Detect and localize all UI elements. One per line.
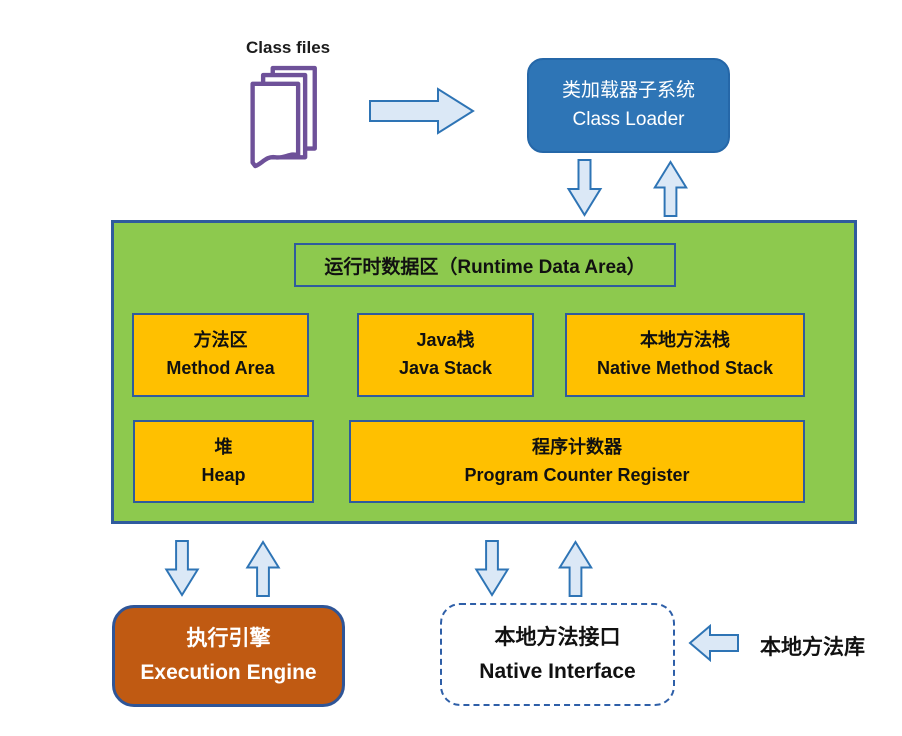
native-method-stack-box: 本地方法栈 Native Method Stack — [565, 313, 805, 397]
class-loader-box: 类加载器子系统 Class Loader — [527, 58, 730, 153]
heap-en: Heap — [201, 464, 246, 485]
native-method-stack-cn: 本地方法栈 — [640, 330, 730, 351]
pc-register-cn: 程序计数器 — [532, 436, 622, 457]
java-stack-en: Java Stack — [398, 358, 493, 378]
execution-engine-en: Execution Engine — [140, 661, 317, 684]
arrow-right-icon — [368, 87, 475, 135]
heap-box: 堆 Heap — [133, 420, 314, 503]
native-interface-box: 本地方法接口 Native Interface — [440, 603, 675, 706]
pc-register-en: Program Counter Register — [464, 464, 690, 485]
heap-cn: 堆 — [214, 436, 233, 457]
arrow-up-icon — [556, 540, 595, 597]
native-interface-en: Native Interface — [479, 659, 636, 683]
method-area-en: Method Area — [166, 358, 275, 378]
arrow-down-icon — [474, 540, 510, 597]
arrow-down-icon — [566, 159, 603, 217]
native-interface-cn: 本地方法接口 — [494, 625, 621, 649]
method-area-box: 方法区 Method Area — [132, 313, 309, 397]
arrow-down-icon — [164, 540, 200, 597]
arrow-up-icon — [651, 160, 690, 217]
native-method-stack-en: Native Method Stack — [596, 358, 774, 378]
java-stack-cn: Java栈 — [416, 330, 475, 351]
java-stack-box: Java栈 Java Stack — [357, 313, 534, 397]
arrow-left-icon — [688, 624, 740, 662]
class-loader-title-en: Class Loader — [572, 108, 685, 130]
program-counter-register-box: 程序计数器 Program Counter Register — [349, 420, 805, 503]
class-loader-title-cn: 类加载器子系统 — [561, 80, 695, 101]
method-area-cn: 方法区 — [193, 330, 248, 351]
execution-engine-box: 执行引擎 Execution Engine — [112, 605, 345, 707]
execution-engine-cn: 执行引擎 — [186, 627, 271, 651]
runtime-data-area-title: 运行时数据区（Runtime Data Area） — [294, 243, 676, 287]
arrow-up-icon — [244, 540, 282, 597]
document-stack-icon — [250, 60, 320, 174]
class-files-label: Class files — [246, 38, 331, 57]
native-library-label: 本地方法库 — [760, 636, 865, 659]
